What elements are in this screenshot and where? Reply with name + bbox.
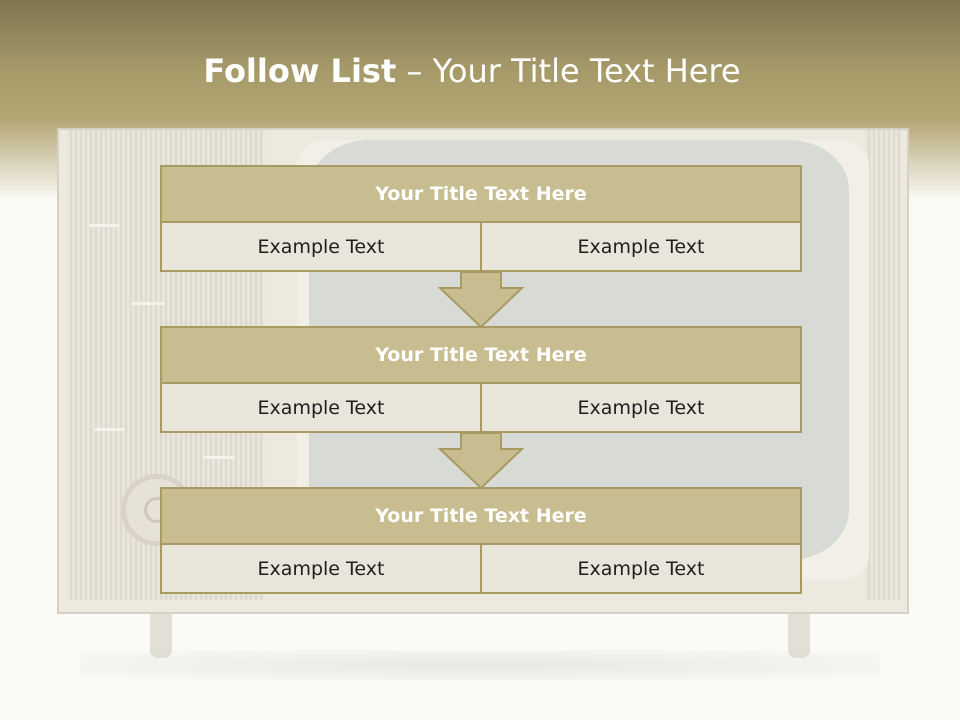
- tv-dial-mark: [203, 456, 235, 459]
- step-cell-right: Example Text: [480, 221, 802, 272]
- tv-leg-right: [788, 614, 810, 658]
- down-arrow-icon: [438, 272, 524, 328]
- step-cell-left: Example Text: [160, 382, 482, 433]
- step-cell-left: Example Text: [160, 221, 482, 272]
- step-title: Your Title Text Here: [160, 487, 802, 545]
- tv-dial-mark: [131, 302, 165, 305]
- tv-dial-mark: [89, 224, 119, 227]
- step-block-1: Your Title Text Here Example Text Exampl…: [160, 165, 802, 272]
- step-title: Your Title Text Here: [160, 165, 802, 223]
- step-cell-left: Example Text: [160, 543, 482, 594]
- step-block-3: Your Title Text Here Example Text Exampl…: [160, 487, 802, 594]
- down-arrow-icon: [438, 433, 524, 489]
- tv-leg-left: [150, 614, 172, 658]
- step-cell-right: Example Text: [480, 382, 802, 433]
- step-cell-right: Example Text: [480, 543, 802, 594]
- tv-dial-mark: [95, 428, 125, 431]
- step-title: Your Title Text Here: [160, 326, 802, 384]
- slide-title-bold: Follow List: [203, 52, 397, 90]
- tv-shadow: [80, 650, 880, 680]
- tv-speaker-grille-right: [865, 130, 901, 600]
- step-block-2: Your Title Text Here Example Text Exampl…: [160, 326, 802, 433]
- slide-title: Follow List – Your Title Text Here: [0, 52, 944, 90]
- slide-title-rest: – Your Title Text Here: [396, 52, 741, 90]
